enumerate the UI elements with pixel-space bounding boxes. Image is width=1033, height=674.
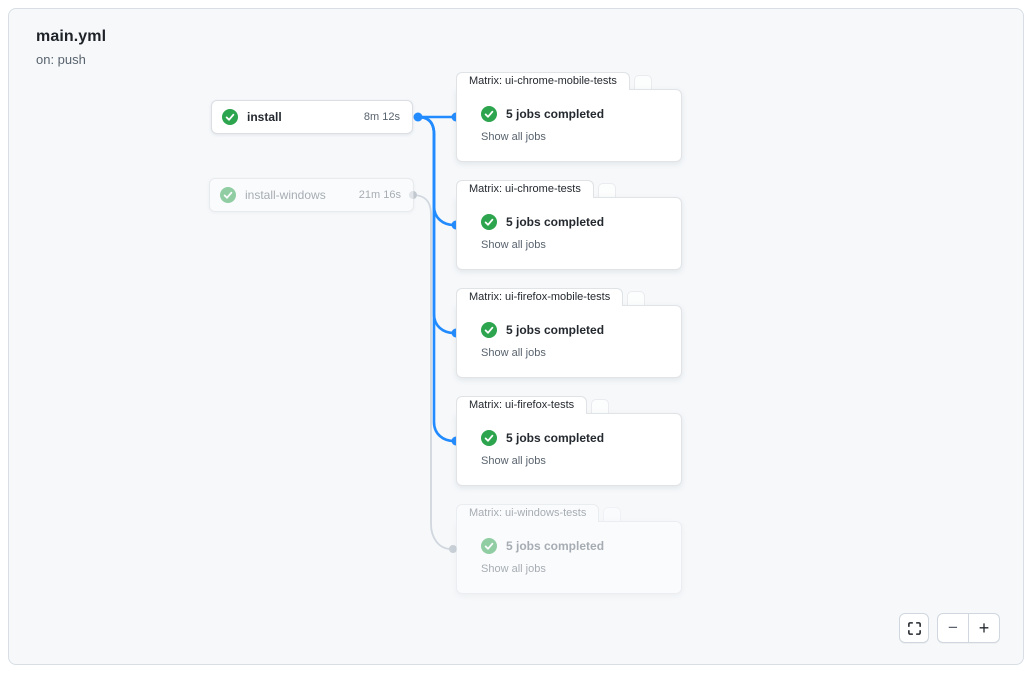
job-label: install xyxy=(247,110,282,124)
viewport-controls: − + xyxy=(899,613,1000,643)
matrix-card[interactable]: 5 jobs completed Show all jobs xyxy=(456,89,682,162)
matrix-tab-label: Matrix: ui-chrome-tests xyxy=(469,183,581,195)
matrix-tab[interactable]: Matrix: ui-firefox-tests xyxy=(456,396,588,414)
show-all-jobs-link[interactable]: Show all jobs xyxy=(481,455,546,467)
matrix-summary: 5 jobs completed xyxy=(506,431,605,445)
matrix-card[interactable]: 5 jobs completed Show all jobs xyxy=(456,413,682,486)
job-duration: 8m 12s xyxy=(363,111,400,123)
job-node-install[interactable]: install 8m 12s xyxy=(211,100,413,134)
success-check-icon xyxy=(481,430,497,446)
matrix-tab[interactable]: Matrix: ui-chrome-tests xyxy=(456,180,594,198)
matrix-summary: 5 jobs completed xyxy=(506,323,605,337)
matrix-card[interactable]: 5 jobs completed Show all jobs xyxy=(456,197,682,270)
fullscreen-button[interactable] xyxy=(899,613,929,643)
show-all-jobs-link[interactable]: Show all jobs xyxy=(481,239,546,251)
success-check-icon xyxy=(481,322,497,338)
workflow-graph-panel: main.yml on: push install 8m 12s install… xyxy=(8,8,1024,665)
job-label: install-windows xyxy=(245,188,326,202)
matrix-tab-row: Matrix: ui-windows-tests xyxy=(456,503,682,522)
zoom-out-button[interactable]: − xyxy=(938,614,968,642)
matrix-tab-label: Matrix: ui-chrome-mobile-tests xyxy=(469,75,617,87)
job-duration: 21m 16s xyxy=(358,189,401,201)
fullscreen-icon xyxy=(907,621,921,635)
matrix-stack-ghost-tab xyxy=(603,507,622,521)
matrix-tab-label: Matrix: ui-windows-tests xyxy=(469,507,587,519)
matrix-status-row: 5 jobs completed xyxy=(481,430,665,446)
matrix-node-ui-firefox-tests: Matrix: ui-firefox-tests 5 jobs complete… xyxy=(456,395,682,486)
show-all-jobs-link[interactable]: Show all jobs xyxy=(481,131,546,143)
success-check-icon xyxy=(481,106,497,122)
matrix-tab-row: Matrix: ui-firefox-tests xyxy=(456,395,682,414)
matrix-status-row: 5 jobs completed xyxy=(481,106,665,122)
matrix-stack-ghost-tab xyxy=(597,183,616,197)
success-check-icon xyxy=(481,538,497,554)
success-check-icon xyxy=(220,187,236,203)
matrix-status-row: 5 jobs completed xyxy=(481,322,665,338)
matrix-stack-ghost-tab xyxy=(627,291,646,305)
matrix-summary: 5 jobs completed xyxy=(506,539,605,553)
matrix-stack-ghost-tab xyxy=(591,399,610,413)
matrix-summary: 5 jobs completed xyxy=(506,107,605,121)
workflow-title: main.yml xyxy=(36,28,107,45)
matrix-node-ui-windows-tests: Matrix: ui-windows-tests 5 jobs complete… xyxy=(456,503,682,594)
matrix-tab-label: Matrix: ui-firefox-tests xyxy=(469,399,575,411)
matrix-summary: 5 jobs completed xyxy=(506,215,605,229)
job-node-install-windows[interactable]: install-windows 21m 16s xyxy=(209,178,414,212)
success-check-icon xyxy=(222,109,238,125)
matrix-card[interactable]: 5 jobs completed Show all jobs xyxy=(456,305,682,378)
matrix-tab[interactable]: Matrix: ui-chrome-mobile-tests xyxy=(456,72,630,90)
zoom-in-button[interactable]: + xyxy=(969,614,999,642)
zoom-control-divider xyxy=(968,614,969,642)
zoom-control-group: − + xyxy=(937,613,1000,643)
workflow-header: main.yml on: push xyxy=(36,28,106,67)
success-check-icon xyxy=(481,214,497,230)
matrix-tab-label: Matrix: ui-firefox-mobile-tests xyxy=(469,291,611,303)
matrix-stack-ghost-tab xyxy=(633,75,652,89)
matrix-status-row: 5 jobs completed xyxy=(481,214,665,230)
matrix-tab[interactable]: Matrix: ui-firefox-mobile-tests xyxy=(456,288,624,306)
workflow-trigger: on: push xyxy=(36,52,86,67)
matrix-tab-row: Matrix: ui-firefox-mobile-tests xyxy=(456,287,682,306)
matrix-status-row: 5 jobs completed xyxy=(481,538,665,554)
show-all-jobs-link[interactable]: Show all jobs xyxy=(481,347,546,359)
matrix-node-ui-chrome-tests: Matrix: ui-chrome-tests 5 jobs completed… xyxy=(456,179,682,270)
matrix-node-ui-firefox-mobile-tests: Matrix: ui-firefox-mobile-tests 5 jobs c… xyxy=(456,287,682,378)
matrix-card[interactable]: 5 jobs completed Show all jobs xyxy=(456,521,682,594)
matrix-tab-row: Matrix: ui-chrome-tests xyxy=(456,179,682,198)
matrix-tab-row: Matrix: ui-chrome-mobile-tests xyxy=(456,71,682,90)
show-all-jobs-link[interactable]: Show all jobs xyxy=(481,563,546,575)
matrix-node-ui-chrome-mobile-tests: Matrix: ui-chrome-mobile-tests 5 jobs co… xyxy=(456,71,682,162)
matrix-tab[interactable]: Matrix: ui-windows-tests xyxy=(456,504,600,522)
